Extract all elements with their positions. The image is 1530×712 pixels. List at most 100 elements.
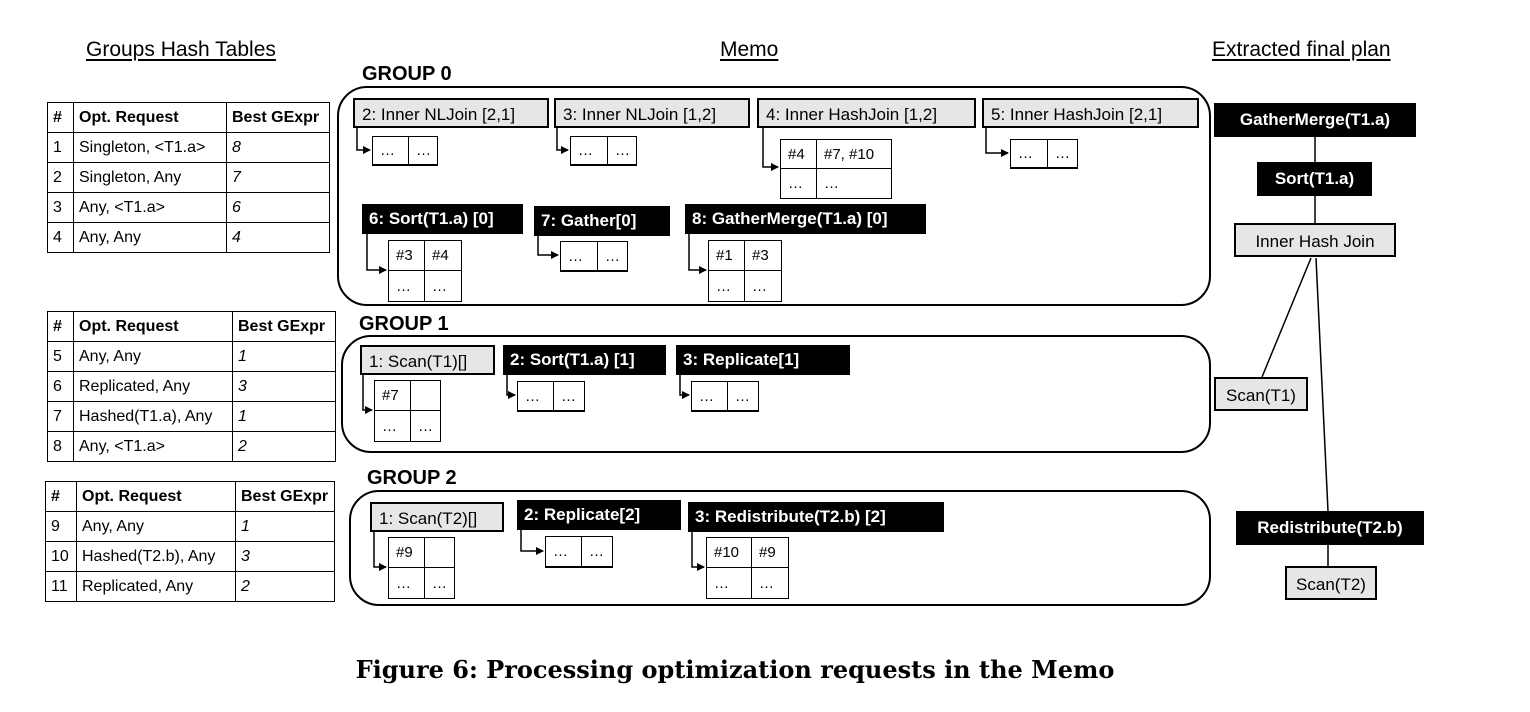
gexpr-sort-t1a-0: 6: Sort(T1.a) [0] xyxy=(362,204,523,234)
gexpr-sort-t1a-1: 2: Sort(T1.a) [1] xyxy=(503,345,666,375)
child-grid: … … xyxy=(545,536,613,568)
child-cell: … xyxy=(608,137,636,165)
child-cell: … xyxy=(759,574,774,592)
opt-request: Replicated, Any xyxy=(76,571,236,602)
best-gexpr: 2 xyxy=(232,431,336,462)
child-cell: … xyxy=(409,137,437,165)
opt-request: Any, Any xyxy=(73,222,227,253)
child-cell: #9 xyxy=(752,538,788,568)
child-cell: … xyxy=(728,382,758,411)
child-grid: #3 #4 … … xyxy=(388,240,462,302)
child-cell: … xyxy=(781,169,817,198)
gexpr-inner-nljoin-1-2: 3: Inner NLJoin [1,2] xyxy=(554,98,750,128)
plan-node-sort: Sort(T1.a) xyxy=(1257,162,1372,196)
child-cell: … xyxy=(1011,140,1048,168)
gexpr-gather-0: 7: Gather[0] xyxy=(534,206,670,236)
child-cell: … xyxy=(692,382,728,411)
child-grid: … … xyxy=(517,381,585,412)
best-gexpr: 1 xyxy=(235,511,335,542)
child-cell: … xyxy=(546,537,582,567)
opt-request: Hashed(T1.a), Any xyxy=(73,401,233,432)
gexpr-scan-t1: 1: Scan(T1)[] xyxy=(360,345,495,375)
child-cell: … xyxy=(582,537,612,567)
child-cell: … xyxy=(432,277,447,295)
plan-node-redistribute: Redistribute(T2.b) xyxy=(1236,511,1424,545)
opt-request: Any, <T1.a> xyxy=(73,192,227,223)
child-cell: … xyxy=(418,417,433,435)
opt-request: Any, <T1.a> xyxy=(73,431,233,462)
row-number: 3 xyxy=(47,192,74,223)
child-cell xyxy=(425,538,454,568)
gexpr-inner-hashjoin-2-1: 5: Inner HashJoin [2,1] xyxy=(982,98,1199,128)
child-cell: … xyxy=(824,175,839,192)
gexpr-replicate-2: 2: Replicate[2] xyxy=(517,500,681,530)
opt-request: Replicated, Any xyxy=(73,371,233,402)
group-0-label: GROUP 0 xyxy=(362,63,452,85)
hash-tables-heading: Groups Hash Tables xyxy=(86,38,276,61)
child-cell: #4 xyxy=(781,140,817,169)
row-number: 11 xyxy=(45,571,77,602)
col-header-request: Opt. Request xyxy=(73,102,227,133)
opt-request: Singleton, <T1.a> xyxy=(73,132,227,163)
child-grid: … … xyxy=(570,136,637,166)
opt-request: Hashed(T2.b), Any xyxy=(76,541,236,572)
child-cell: … xyxy=(571,137,608,165)
child-grid: … … xyxy=(691,381,759,412)
col-header-best: Best GExpr xyxy=(235,481,335,512)
child-grid: #9 … … xyxy=(388,537,455,599)
memo-heading: Memo xyxy=(720,38,779,61)
child-cell: … xyxy=(375,411,411,441)
child-cell: … xyxy=(554,382,584,411)
plan-node-gathermerge: GatherMerge(T1.a) xyxy=(1214,103,1416,137)
child-grid: #1 #3 … … xyxy=(708,240,782,302)
child-cell: … xyxy=(389,568,425,598)
best-gexpr: 1 xyxy=(232,341,336,372)
child-cell: … xyxy=(709,271,745,301)
child-cell: … xyxy=(432,574,447,592)
gexpr-scan-t2: 1: Scan(T2)[] xyxy=(370,502,504,532)
child-cell: #10 xyxy=(707,538,752,568)
child-cell: … xyxy=(373,137,409,165)
best-gexpr: 4 xyxy=(226,222,330,253)
child-grid: … … xyxy=(372,136,438,166)
opt-request: Singleton, Any xyxy=(73,162,227,193)
gexpr-gathermerge-t1a-0: 8: GatherMerge(T1.a) [0] xyxy=(685,204,926,234)
child-cell: … xyxy=(1048,140,1077,168)
group-1-label: GROUP 1 xyxy=(359,313,449,335)
child-cell: … xyxy=(598,242,627,271)
group-2-label: GROUP 2 xyxy=(367,467,457,489)
child-cell xyxy=(411,381,440,411)
row-number: 1 xyxy=(47,132,74,163)
col-header-request: Opt. Request xyxy=(73,311,233,342)
child-grid: #4 #7, #10 … … xyxy=(780,139,892,199)
col-header-best: Best GExpr xyxy=(232,311,336,342)
child-grid: #10 #9 … … xyxy=(706,537,789,599)
child-cell: … xyxy=(561,242,598,271)
best-gexpr: 7 xyxy=(226,162,330,193)
best-gexpr: 8 xyxy=(226,132,330,163)
child-cell: #4 xyxy=(425,241,461,271)
final-plan-heading: Extracted final plan xyxy=(1212,38,1391,61)
row-number: 10 xyxy=(45,541,77,572)
plan-node-scan-t2: Scan(T2) xyxy=(1285,566,1377,600)
child-cell: #3 xyxy=(389,241,425,271)
gexpr-inner-hashjoin-1-2: 4: Inner HashJoin [1,2] xyxy=(757,98,976,128)
child-cell: … xyxy=(752,277,767,295)
child-cell: … xyxy=(518,382,554,411)
gexpr-inner-nljoin-2-1: 2: Inner NLJoin [2,1] xyxy=(353,98,549,128)
child-cell: #7, #10 xyxy=(817,140,891,169)
figure-caption: Figure 6: Processing optimization reques… xyxy=(355,655,1115,684)
child-grid: #7 … … xyxy=(374,380,441,442)
plan-node-scan-t1: Scan(T1) xyxy=(1214,377,1308,411)
gexpr-replicate-1: 3: Replicate[1] xyxy=(676,345,850,375)
